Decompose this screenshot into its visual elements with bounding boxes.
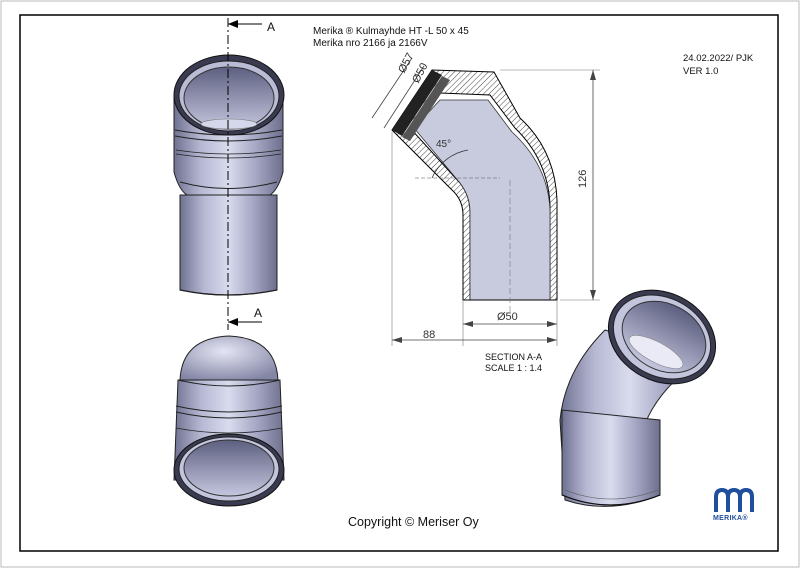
- dim-bottom-diameter: Ø50: [497, 311, 518, 323]
- elbow-iso-view: [559, 289, 717, 507]
- frame-border: [19, 14, 779, 552]
- pipe-underside-view: [173, 335, 285, 507]
- section-label: SECTION A-A: [485, 352, 543, 362]
- dim-angle: 45°: [436, 139, 452, 150]
- section-view: [371, 57, 600, 346]
- dim-height: 126: [577, 169, 589, 188]
- logo-text: MERIKA®: [713, 515, 748, 522]
- dim-width: 88: [423, 329, 436, 341]
- pipe-side-view: [173, 54, 285, 296]
- date-label: 24.02.2022/ PJK: [683, 53, 754, 64]
- title-line2: Merika nro 2166 ja 2166V: [313, 38, 428, 49]
- copyright-label: Copyright © Meriser Oy: [348, 515, 479, 529]
- scale-label: SCALE 1 : 1.4: [485, 363, 543, 373]
- cut-mark-bottom: A: [254, 306, 263, 320]
- cut-mark-top: A: [267, 20, 276, 34]
- version-label: VER 1.0: [683, 66, 719, 77]
- section-line: [227, 18, 262, 330]
- title-line1: Merika ® Kulmayhde HT -L 50 x 45: [313, 26, 469, 37]
- merika-logo: [714, 487, 754, 512]
